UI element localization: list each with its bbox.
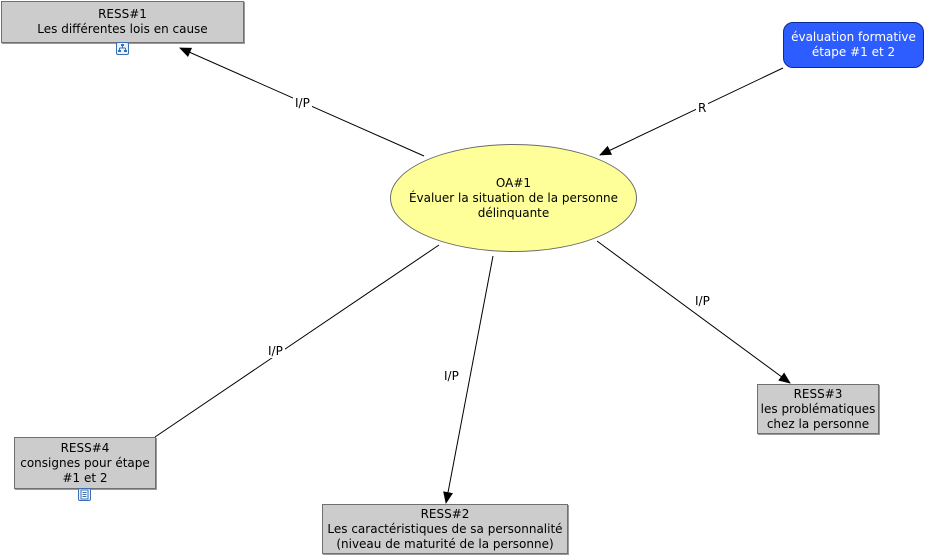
node-ress4-line3: #1 et 2 xyxy=(62,470,108,485)
concept-map-icon[interactable] xyxy=(116,42,129,55)
node-ress3-title: RESS#3 xyxy=(793,386,843,401)
node-ress2-line2: Les caractéristiques de sa personnalité xyxy=(327,521,563,536)
node-evaluation-formative[interactable]: évaluation formative étape #1 et 2 xyxy=(783,22,924,68)
node-ress3-line2: les problématiques xyxy=(760,401,876,416)
edge-oa1-ress4 xyxy=(154,244,440,438)
node-ress4-title: RESS#4 xyxy=(60,440,110,455)
edge-label-ress2: I/P xyxy=(442,369,461,383)
document-icon[interactable] xyxy=(78,488,91,501)
node-ress1-text: Les différentes lois en cause xyxy=(37,22,208,36)
node-eval-line1: évaluation formative xyxy=(791,30,916,44)
node-oa1-title: OA#1 xyxy=(495,175,532,190)
edge-label-ress1: I/P xyxy=(293,96,312,110)
edge-label-ress3: I/P xyxy=(693,294,712,308)
node-oa1-line2: Évaluer la situation de la personne xyxy=(408,190,619,205)
node-ress2-line3: (niveau de maturité de la personne) xyxy=(336,536,554,551)
edge-oa1-ress3 xyxy=(596,240,791,384)
node-ress2[interactable]: RESS#2 Les caractéristiques de sa person… xyxy=(322,504,568,554)
edge-eval-oa1 xyxy=(599,67,784,156)
node-oa1[interactable]: OA#1 Évaluer la situation de la personne… xyxy=(390,144,637,252)
node-oa1-line3: délinquante xyxy=(477,205,550,220)
node-ress3[interactable]: RESS#3 les problématiques chez la person… xyxy=(757,384,879,434)
edge-label-eval: R xyxy=(696,101,709,115)
node-ress1[interactable]: RESS#1 Les différentes lois en cause xyxy=(1,1,244,43)
node-ress3-line3: chez la personne xyxy=(766,416,870,431)
node-ress1-title: RESS#1 xyxy=(98,7,147,21)
node-ress2-title: RESS#2 xyxy=(420,506,470,521)
node-eval-line2: étape #1 et 2 xyxy=(811,45,896,59)
node-ress4[interactable]: RESS#4 consignes pour étape #1 et 2 xyxy=(14,437,156,489)
node-ress4-line2: consignes pour étape xyxy=(20,455,150,470)
edge-oa1-ress2 xyxy=(443,255,494,504)
edge-label-ress4: I/P xyxy=(266,344,285,358)
